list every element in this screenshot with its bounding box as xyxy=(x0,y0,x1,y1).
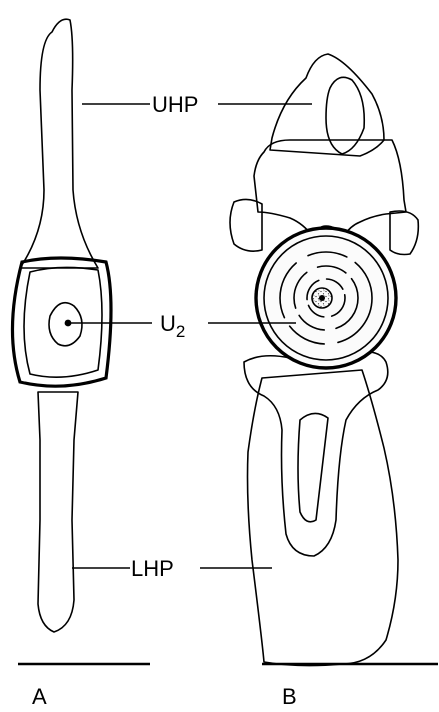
u2-label: U2 xyxy=(160,311,185,341)
panel-label-a: A xyxy=(32,684,47,709)
panel-label-b: B xyxy=(282,684,297,709)
panel-b-haemal-canal xyxy=(298,413,328,521)
lhp-label: LHP xyxy=(131,556,174,581)
u2-label-main: U xyxy=(160,311,176,336)
panel-a-centrum xyxy=(12,258,111,386)
panel-a-lower-spine xyxy=(38,392,78,632)
panel-b-drawing xyxy=(230,54,418,666)
panel-b-foramen xyxy=(326,77,364,154)
panel-b-right-lappet xyxy=(390,211,418,255)
panel-a-upper-spine xyxy=(20,19,98,268)
panel-a-drawing xyxy=(12,19,111,632)
panel-b-center-dot xyxy=(319,295,325,301)
u2-label-subscript: 2 xyxy=(176,322,185,341)
uhp-label: UHP xyxy=(152,92,198,117)
